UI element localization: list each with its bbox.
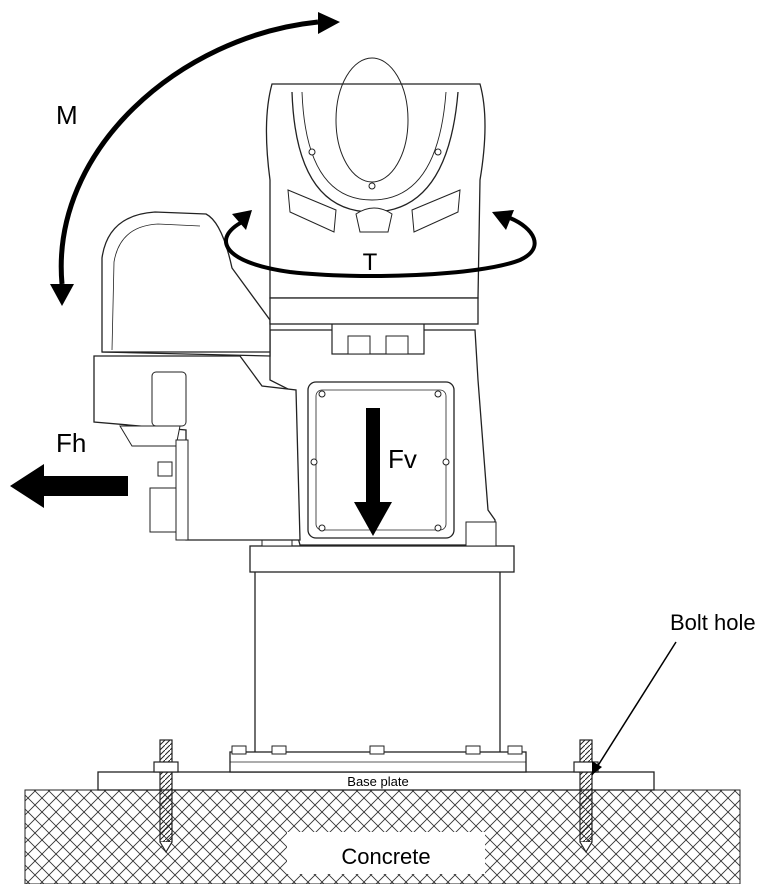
base-plate: Base plate xyxy=(97,771,655,791)
vertical-force-label: Fv xyxy=(388,444,417,474)
torque-label: T xyxy=(363,249,378,276)
robot-base xyxy=(261,317,497,547)
robot-head xyxy=(265,57,486,325)
base-plate-label: Base plate xyxy=(347,774,408,789)
horizontal-force-arrow: Fh xyxy=(10,428,128,508)
torque-arrow: T xyxy=(224,210,537,278)
moment-label: M xyxy=(56,100,78,130)
bolt-hole-callout: Bolt hole xyxy=(591,610,756,776)
bolt-hole-label: Bolt hole xyxy=(670,610,756,635)
concrete-label: Concrete xyxy=(341,844,430,869)
arm-housing xyxy=(93,211,301,541)
horizontal-force-label: Fh xyxy=(56,428,86,458)
vertical-force-arrow: Fv xyxy=(354,408,417,536)
anchor-bolt-left xyxy=(153,739,179,854)
pedestal xyxy=(229,545,527,773)
moment-arrow: M xyxy=(50,12,340,306)
concrete-label-box xyxy=(287,832,485,874)
concrete-ground: Concrete xyxy=(24,789,741,885)
